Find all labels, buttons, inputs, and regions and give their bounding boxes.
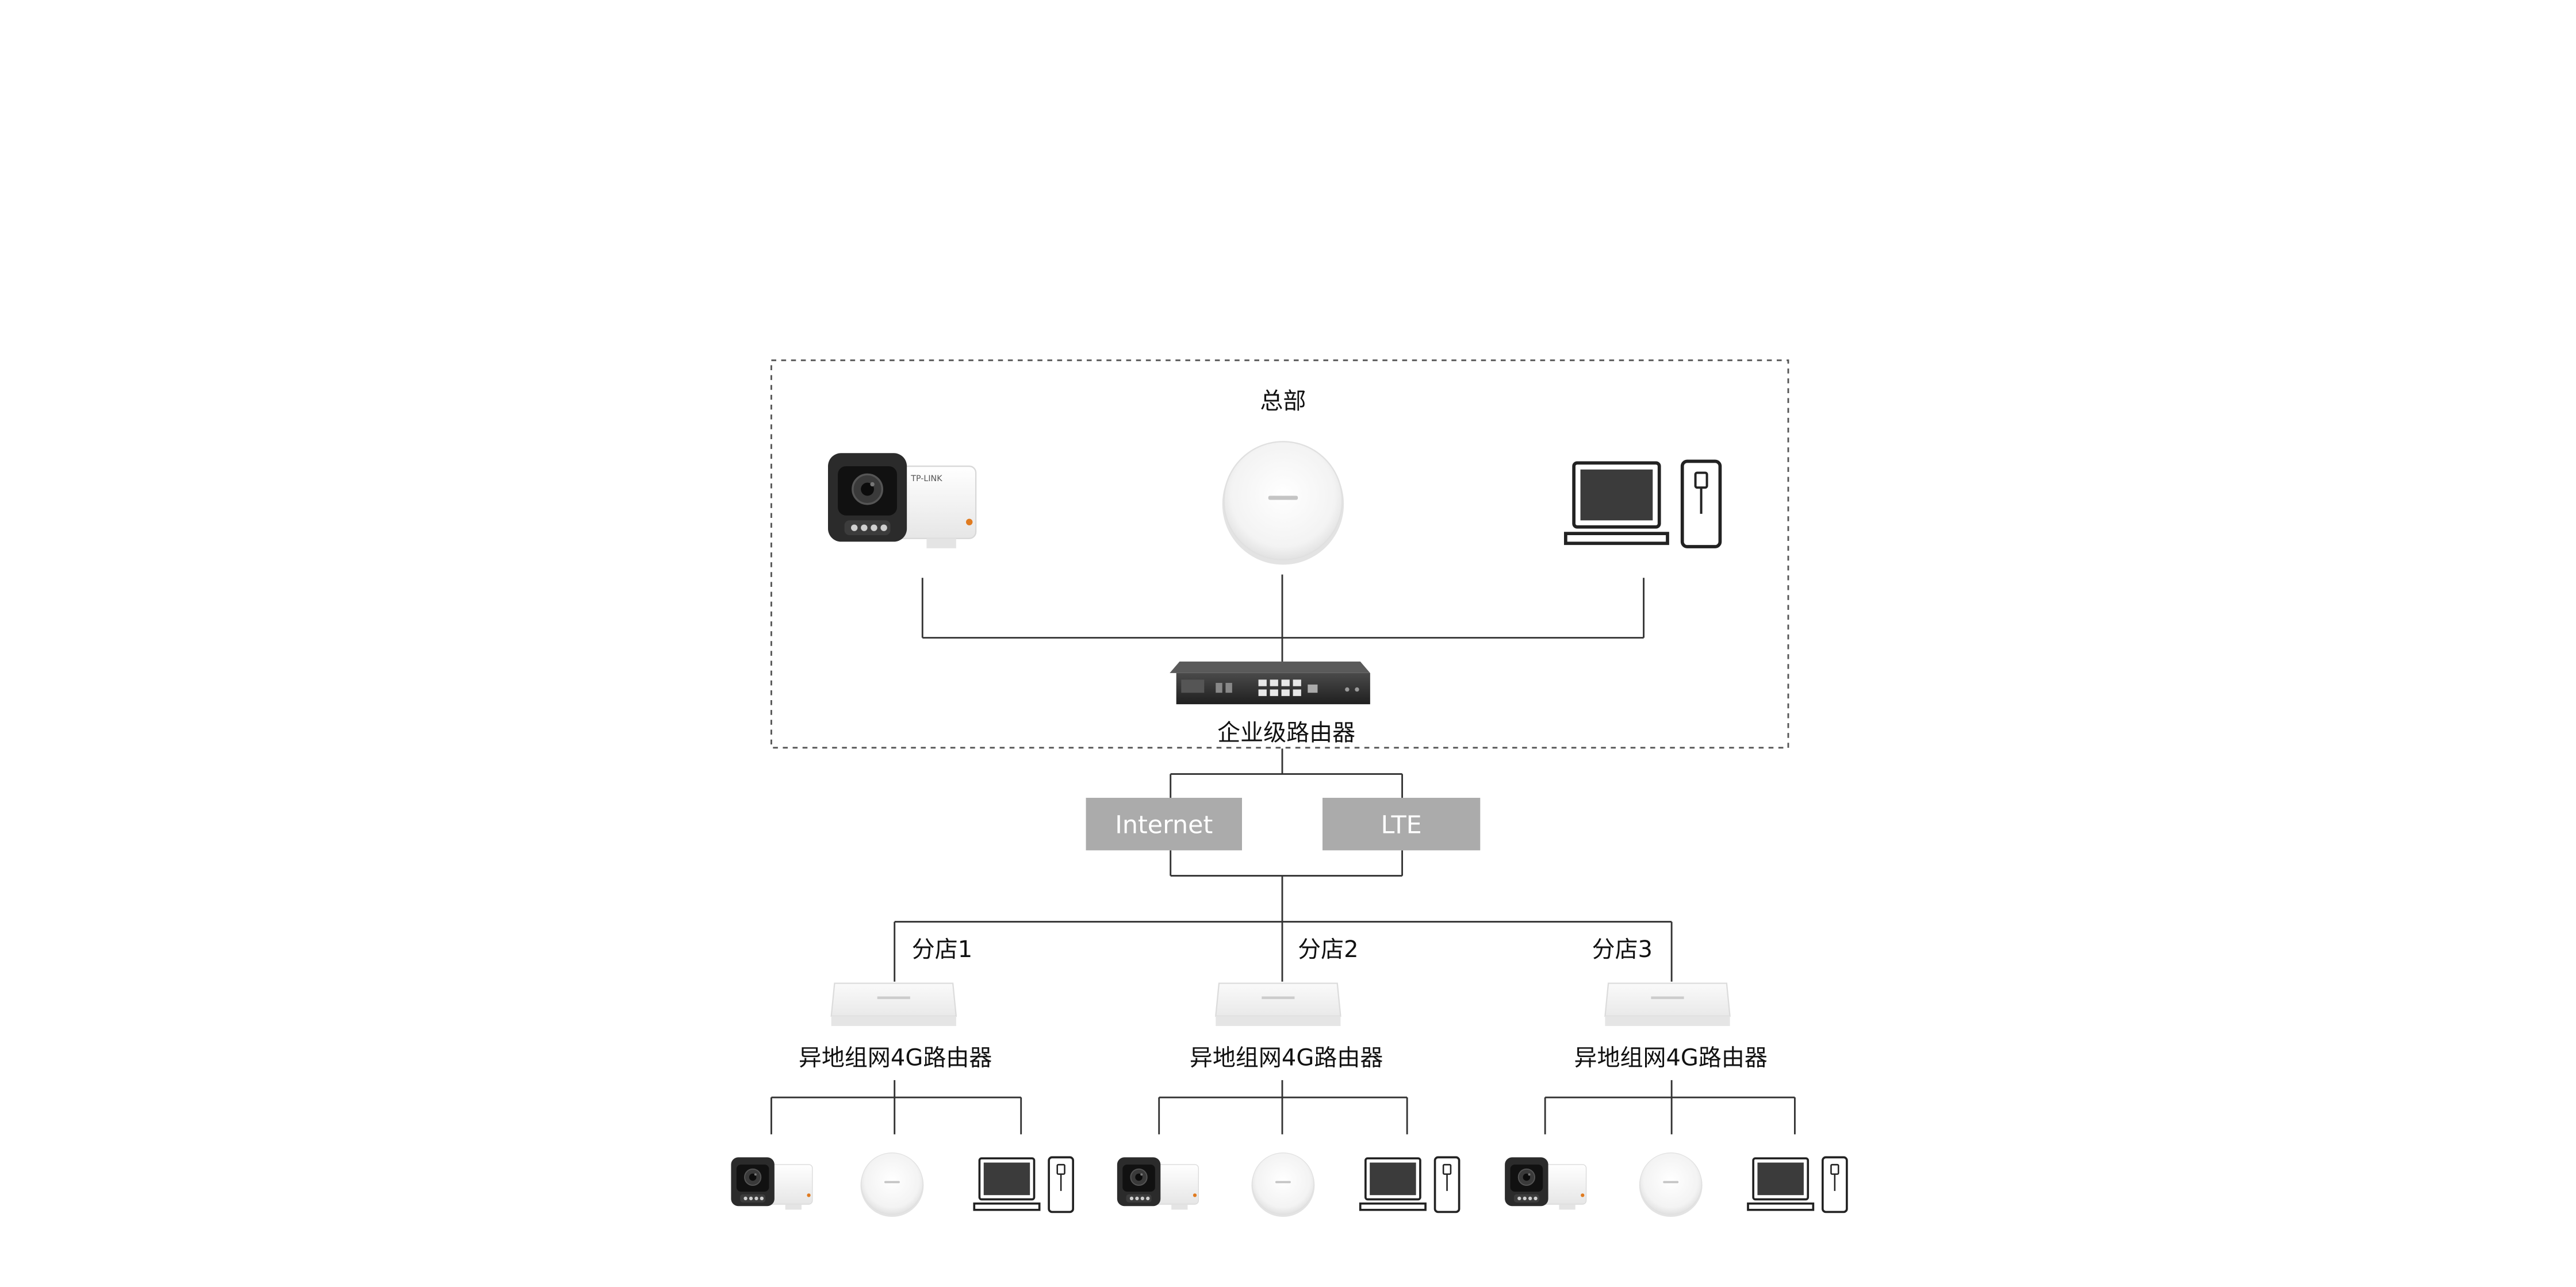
lte-box: LTE [1322, 797, 1481, 851]
hq-label: 总部 [1260, 388, 1306, 414]
branch-1: 分店1 异地组网4G路由器 [730, 936, 1075, 1217]
internet-label: Internet [1115, 810, 1213, 839]
branch-3-router-label: 异地组网4G路由器 [1574, 1044, 1768, 1071]
branch-3-camera-icon [1504, 1157, 1587, 1211]
camera-brand-logo: TP-LINK [910, 474, 942, 483]
branch-1-camera-icon [730, 1157, 813, 1211]
branch-2-router-icon [1214, 982, 1341, 1027]
branch-3-ap-icon [1639, 1152, 1703, 1217]
branch-1-pc-phone-icon [973, 1156, 1075, 1213]
hq-region-border [770, 359, 1789, 749]
branch-2-device-connectors [1158, 1080, 1408, 1135]
hq-device-connectors [921, 574, 1644, 663]
branch-3-device-connectors [1544, 1080, 1796, 1135]
lte-label: LTE [1381, 810, 1422, 839]
branch-2-router-label: 异地组网4G路由器 [1190, 1044, 1383, 1071]
branch-2-label: 分店2 [1298, 936, 1358, 963]
branch-2-ap-icon [1251, 1152, 1316, 1217]
branch-1-label: 分店1 [912, 936, 972, 963]
branch-3: 分店3 异地组网4G路由器 [1504, 936, 1848, 1217]
branch-1-ap-icon [860, 1152, 925, 1217]
wan-connectors [1170, 748, 1403, 922]
branch-3-router-icon [1604, 982, 1731, 1027]
hq-ap-icon [1221, 440, 1345, 566]
branch-1-router-icon [830, 982, 957, 1027]
branch-2-pc-phone-icon [1359, 1156, 1460, 1213]
branch-1-device-connectors [770, 1080, 1022, 1135]
branch-2-camera-icon [1116, 1157, 1199, 1211]
branch-distribution-lines [894, 921, 1673, 982]
branch-2: 分店2 异地组网4G路由器 [1116, 936, 1460, 1217]
internet-box: Internet [1086, 797, 1242, 851]
enterprise-router-icon [1170, 661, 1370, 705]
branch-3-label: 分店3 [1592, 936, 1653, 963]
hq-camera-icon: TP-LINK [827, 452, 977, 550]
hq-pc-phone-icon [1566, 461, 1720, 547]
branch-1-router-label: 异地组网4G路由器 [799, 1044, 992, 1071]
branch-3-pc-phone-icon [1747, 1156, 1848, 1213]
enterprise-router-label: 企业级路由器 [1217, 720, 1355, 746]
